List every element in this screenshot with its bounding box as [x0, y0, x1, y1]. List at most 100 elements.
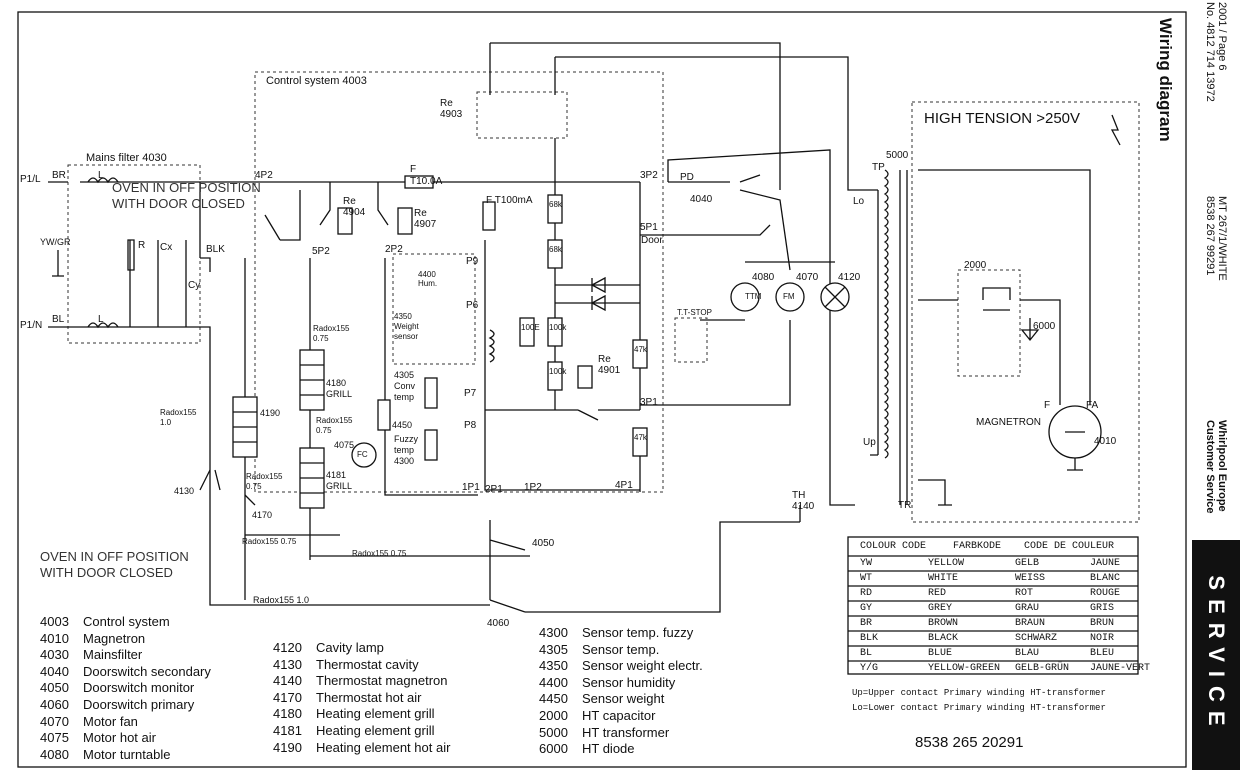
legend-code: 4180 — [273, 706, 302, 722]
label-100k-b: 100k — [549, 367, 567, 376]
label-4075: 4075 — [334, 440, 355, 450]
diode-lower — [590, 294, 606, 312]
model: MT 267/1/WHITE — [1216, 196, 1228, 281]
high-voltage-icon — [1110, 114, 1121, 146]
magnetron-ground — [1065, 431, 1085, 471]
label-door: Door — [641, 235, 663, 246]
service-tab: SERVICE — [1192, 540, 1240, 770]
relay-coil-4901 — [577, 365, 593, 389]
cc-note-lo: Lo=Lower contact Primary winding HT-tran… — [852, 703, 1106, 713]
label-2p1: 2P1 — [485, 484, 503, 495]
relay-coil-4904 — [337, 207, 353, 235]
cc-header-0: COLOUR CODE — [860, 541, 927, 552]
resistor-100k-a — [547, 317, 563, 347]
motor-turntable-4080 — [730, 282, 760, 312]
ht-capacitor — [982, 287, 1011, 311]
label-radox-e: Radox155 0.75 — [242, 537, 297, 546]
sensor-conv-temp — [424, 377, 438, 409]
label-radox-f: Radox155 0.75 — [352, 549, 407, 558]
legend-name: Sensor temp. — [582, 641, 660, 657]
color-code-cell: WHITE — [928, 573, 959, 584]
relay-4901-contact — [555, 409, 640, 421]
label-4050: 4050 — [532, 538, 555, 549]
small-transformer — [488, 329, 495, 363]
relay-4903-box — [476, 91, 568, 139]
legend-code: 4300 — [539, 625, 568, 640]
fuse-t100ma — [482, 201, 496, 231]
color-code-cell: YELLOW-GREEN — [928, 663, 1001, 674]
cc-header-1: FARBKODE — [953, 541, 1002, 552]
high-tension-label: HIGH TENSION >250V — [924, 110, 1081, 127]
color-code-cell: YELLOW — [928, 558, 965, 569]
legend-name: Sensor humidity — [582, 674, 676, 690]
label-3p2: 3P2 — [640, 170, 658, 181]
label-2000: 2000 — [964, 260, 987, 271]
legend-name: Control system — [83, 614, 170, 629]
coil-l-bottom — [87, 322, 119, 329]
label-1p1: 1P1 — [462, 482, 480, 493]
label-p1n: P1/N — [20, 320, 43, 331]
legend-name: Mainsfilter — [83, 647, 143, 663]
mains-filter-box — [67, 164, 201, 344]
label-p8: P8 — [464, 420, 477, 431]
capacitor-2000-box — [957, 269, 1021, 377]
legend-code: 4075 — [40, 730, 69, 746]
color-code-cell: BLAU — [1015, 648, 1040, 659]
legend-name: Motor turntable — [83, 746, 171, 762]
legend-code: 4080 — [40, 746, 69, 762]
legend-name: HT capacitor — [582, 708, 656, 723]
label-pd: PD — [680, 172, 694, 183]
color-code-cell: BRAUN — [1015, 618, 1046, 629]
color-code-cell: GY — [860, 603, 873, 614]
diagram-title: Wiring diagram — [1156, 18, 1175, 142]
color-code-cell: JAUNE — [1090, 558, 1121, 569]
legend-code: 4181 — [273, 723, 302, 738]
label-4180: 4180 GRILL — [326, 378, 353, 399]
lamp-cross — [824, 286, 846, 308]
resistor-68k-b — [547, 239, 563, 269]
legend-code: 4450 — [539, 691, 568, 707]
transformer-core — [899, 170, 908, 505]
label-fm: FM — [783, 292, 795, 301]
secondary-wires — [918, 169, 1091, 405]
label-ttm: TTM — [745, 292, 762, 301]
legend-name: Sensor weight — [582, 691, 665, 707]
color-code-cell: GRAU — [1015, 603, 1040, 614]
label-fc: FC — [357, 450, 368, 459]
label-fuse-t10a: F T10.0A — [410, 164, 443, 187]
label-fuzzy-temp: Fuzzy temp 4300 — [394, 434, 419, 466]
color-code-cell: GELB-GRÜN — [1015, 663, 1070, 674]
motor-hot-air-4075 — [351, 442, 377, 468]
label-radox-c: Radox155 1.0 — [160, 408, 197, 427]
color-code-cell: BLACK — [928, 633, 959, 644]
color-code-cell: BROWN — [928, 618, 959, 629]
label-re4901: Re 4901 — [598, 354, 621, 376]
color-code-cell: ROUGE — [1090, 588, 1121, 599]
legend-code: 4170 — [273, 689, 302, 705]
label-p6: P6 — [466, 300, 479, 311]
cc-header-2: CODE DE COULEUR — [1024, 541, 1115, 552]
legend-code: 4120 — [273, 640, 302, 655]
legend-code: 4050 — [40, 680, 69, 696]
color-code-cell: ROT — [1015, 588, 1034, 599]
label-4010: 4010 — [1094, 436, 1117, 447]
color-code-cell: BR — [860, 618, 873, 629]
label-r: R — [138, 240, 146, 251]
color-code-cell: BLK — [860, 633, 879, 644]
legend-name: Magnetron — [83, 630, 146, 646]
blk-wire — [199, 182, 211, 272]
neutral-wire — [48, 326, 490, 606]
color-code-cell: SCHWARZ — [1015, 633, 1058, 644]
fuse-t10a — [404, 175, 434, 189]
resistor-100k-b — [547, 361, 563, 391]
color-code-cell: GREY — [928, 603, 953, 614]
label-4060: 4060 — [487, 618, 510, 629]
resistor-100e — [519, 317, 535, 347]
transformer-coil — [883, 169, 889, 459]
filter-resistor — [127, 239, 135, 271]
legend-code: 4305 — [539, 641, 568, 657]
color-code-cell: BLEU — [1090, 648, 1115, 659]
label-bl: BL — [52, 314, 65, 325]
